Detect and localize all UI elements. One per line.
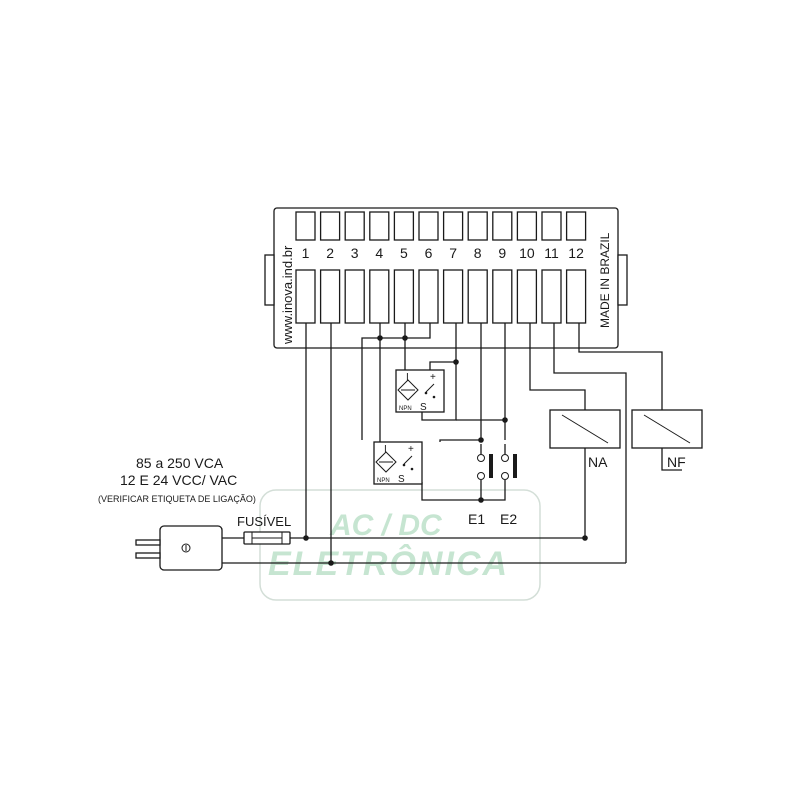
terminal-socket <box>565 211 587 241</box>
sensor-upper-type: NPN <box>399 406 412 412</box>
terminal-slot <box>295 269 316 324</box>
terminal-slot <box>442 269 464 324</box>
terminal-number: 12 <box>568 245 584 261</box>
terminal-slot <box>393 269 415 324</box>
terminal-number: 3 <box>351 245 359 261</box>
terminal-number: 8 <box>474 245 482 261</box>
relay-nf: NF <box>631 409 703 470</box>
terminal-socket <box>344 211 365 241</box>
sensor-lower-out: S <box>398 474 405 485</box>
website-label: www.inova.ind.br <box>280 245 295 345</box>
terminal-number: 9 <box>498 245 506 261</box>
terminal-socket <box>467 211 488 241</box>
sensor-upper-right: + <box>430 372 436 383</box>
relay-nf-label: NF <box>667 454 686 470</box>
terminal-socket <box>541 211 562 241</box>
watermark: AC / DC ELETRÔNICA <box>259 489 541 601</box>
terminal-number: 4 <box>375 245 383 261</box>
watermark-line1: AC / DC <box>329 509 443 542</box>
sensor-lower: I + NPN S <box>373 441 423 485</box>
terminal-number: 2 <box>326 245 334 261</box>
terminal-slot <box>369 269 390 324</box>
input-contacts: E1 E2 <box>468 444 517 527</box>
terminal-slot <box>492 269 513 324</box>
power-note: (VERIFICAR ETIQUETA DE LIGAÇÃO) <box>98 494 256 504</box>
terminal-socket <box>442 211 464 241</box>
terminal-slot <box>418 269 439 324</box>
relay-na-label: NA <box>588 454 608 470</box>
terminal-socket <box>369 211 390 241</box>
terminal-slot <box>467 269 488 324</box>
terminal-number: 11 <box>544 245 559 261</box>
sensor-upper-left: I <box>406 372 409 383</box>
terminal-slot <box>565 269 587 324</box>
sensor-upper: I + NPN S <box>395 369 445 413</box>
terminal-slot <box>541 269 562 324</box>
wires <box>222 323 682 564</box>
terminal-slot <box>344 269 365 324</box>
terminal-number: 6 <box>425 245 433 261</box>
fuse-icon <box>243 531 291 545</box>
sensor-lower-type: NPN <box>377 478 390 484</box>
input-e2-label: E2 <box>500 511 517 527</box>
terminal-socket <box>393 211 415 241</box>
input-e1-label: E1 <box>468 511 485 527</box>
sensor-upper-out: S <box>420 402 427 413</box>
terminal-number: 7 <box>449 245 457 261</box>
terminal-number: 5 <box>400 245 408 261</box>
power-line2: 12 E 24 VCC/ VAC <box>120 472 237 488</box>
terminal-slot <box>516 269 538 324</box>
fuse-label: FUSÍVEL <box>237 514 291 529</box>
terminal-number: 10 <box>519 245 535 261</box>
plug-icon <box>135 525 223 571</box>
terminal-socket <box>295 211 316 241</box>
made-in-label: MADE IN BRAZIL <box>598 232 612 328</box>
relay-na: NA <box>549 409 621 470</box>
terminal-number: 1 <box>302 245 310 261</box>
power-line1: 85 a 250 VCA <box>136 455 224 471</box>
sensor-lower-left: I <box>384 444 387 455</box>
terminal-socket <box>516 211 538 241</box>
terminal-socket <box>319 211 341 241</box>
terminal-socket <box>492 211 513 241</box>
terminal-slot <box>319 269 341 324</box>
junction-dots <box>303 335 588 566</box>
terminal-socket <box>418 211 439 241</box>
power-info: 85 a 250 VCA 12 E 24 VCC/ VAC (VERIFICAR… <box>98 455 291 529</box>
sensor-lower-right: + <box>408 444 414 455</box>
